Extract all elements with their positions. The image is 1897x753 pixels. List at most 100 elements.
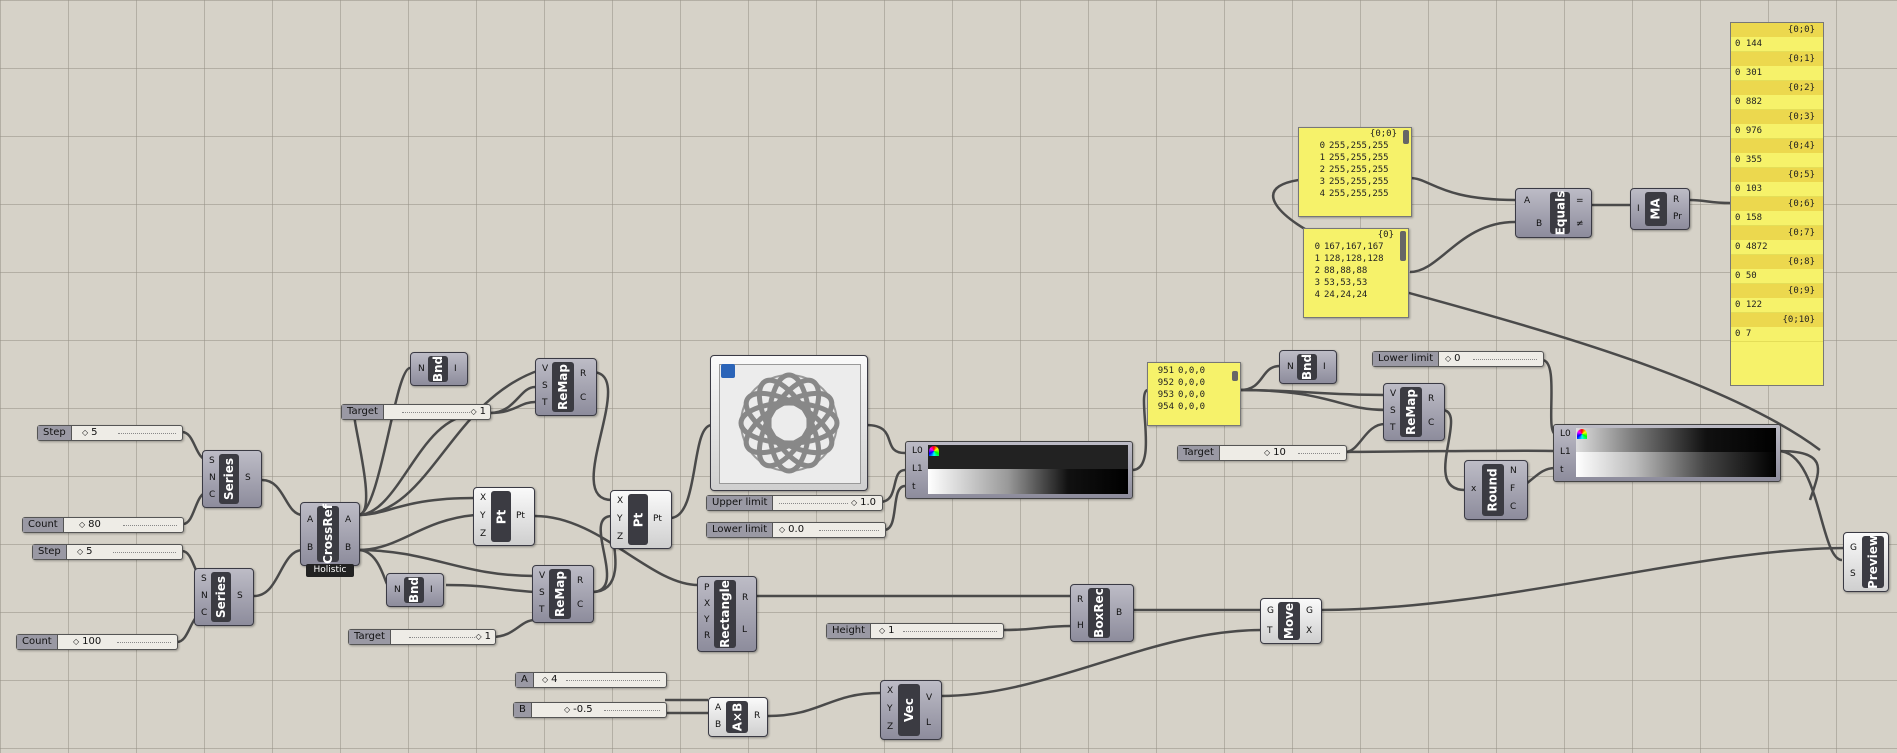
port-label: V — [1390, 389, 1397, 399]
save-icon[interactable] — [721, 364, 735, 378]
wire — [445, 583, 536, 594]
remap-component[interactable]: V S T ReMap R C — [1383, 383, 1445, 441]
upper-limit-slider[interactable]: Upper limit 1.0 — [706, 495, 883, 511]
slider-rail[interactable] — [604, 710, 660, 711]
component-core: ReMap — [549, 569, 571, 619]
mass-addition-component[interactable]: I MA R Pr — [1630, 188, 1690, 230]
panel-row: 0 301 — [1731, 66, 1823, 81]
gradient-bar-top[interactable] — [1576, 428, 1776, 452]
pt-component[interactable]: X Y Z Pt Pt — [610, 490, 672, 549]
gradient-bar-bottom[interactable] — [928, 469, 1128, 494]
lower-limit-slider[interactable]: Lower limit 0 — [1372, 351, 1544, 367]
series-component[interactable]: S N C Series S — [202, 450, 262, 508]
move-component[interactable]: G T Move G X — [1260, 598, 1322, 644]
port-label: P — [704, 583, 710, 593]
height-slider[interactable]: Height 1 — [826, 623, 1004, 639]
wire — [1131, 388, 1149, 472]
slider-rail[interactable] — [117, 642, 171, 643]
rectangle-component[interactable]: P X Y R Rectangle R L — [697, 576, 757, 652]
crossref-component[interactable]: A B CrossRef A B — [300, 502, 360, 566]
panel-row: 0 4872 — [1731, 240, 1823, 255]
port-label: S — [539, 588, 545, 598]
slider-rail[interactable] — [409, 637, 475, 638]
remap-component[interactable]: V S T ReMap R C — [532, 565, 594, 623]
wire — [491, 618, 536, 639]
round-component[interactable]: x Round N F C — [1464, 460, 1528, 520]
wire — [353, 412, 368, 517]
port-label: Pt — [653, 514, 662, 524]
panel-group-header: {0;6} — [1731, 197, 1823, 211]
target-slider[interactable]: Target 1 — [348, 629, 496, 645]
slider-rail[interactable] — [566, 680, 660, 681]
gradient-rainbow-icon — [929, 446, 939, 456]
port-label: I — [430, 585, 433, 595]
multiplication-component[interactable]: A B A×B R — [708, 697, 768, 737]
step-slider[interactable]: Step 5 — [32, 544, 183, 560]
port-label: V — [539, 571, 546, 581]
port-label: I — [1637, 204, 1640, 214]
bnd-component[interactable]: N Bnd I — [1279, 350, 1337, 384]
slider-label: Step — [38, 426, 72, 440]
bnd-component[interactable]: N Bnd I — [386, 573, 444, 607]
series-component[interactable]: S N C Series S — [194, 568, 254, 626]
a-slider[interactable]: A 4 — [515, 672, 667, 688]
slider-rail[interactable] — [123, 525, 177, 526]
port-label: S — [542, 381, 548, 391]
lower-limit-slider[interactable]: Lower limit 0.0 — [706, 522, 886, 538]
slider-rail[interactable] — [779, 503, 848, 504]
slider-value: 1 — [475, 630, 491, 644]
slider-rail[interactable] — [1473, 359, 1537, 360]
slider-rail[interactable] — [1298, 453, 1340, 454]
component-core: ReMap — [1400, 387, 1422, 437]
slider-label: Count — [17, 635, 58, 649]
results-panel[interactable]: {0;0} 0 144 {0;1} 0 301 {0;2} 0 882 {0;3… — [1730, 22, 1824, 386]
panel-row: 0 144 — [1731, 37, 1823, 52]
target-slider[interactable]: Target 1 — [341, 404, 491, 420]
bnd-component[interactable]: N Bnd I — [410, 352, 468, 386]
step-slider[interactable]: Step 5 — [37, 425, 183, 441]
wire — [767, 691, 881, 718]
remap-component[interactable]: V S T ReMap R C — [535, 358, 597, 416]
gradient-bar-top[interactable] — [928, 445, 1128, 469]
slider-rail[interactable] — [118, 433, 176, 434]
slider-value: 1 — [470, 405, 486, 419]
port-label: C — [209, 490, 216, 500]
port-label: C — [577, 600, 584, 610]
component-name: Preview — [1866, 534, 1881, 590]
port-label: S — [209, 456, 215, 466]
gradient-component[interactable]: L0 L1 t — [1553, 424, 1781, 482]
target-slider[interactable]: Target 10 — [1177, 445, 1347, 461]
count-slider[interactable]: Count 100 — [16, 634, 178, 650]
b-slider[interactable]: B -0.5 — [513, 702, 667, 718]
panel-scrollbar[interactable] — [1400, 231, 1406, 261]
panel-scrollbar[interactable] — [1232, 371, 1238, 381]
slider-rail[interactable] — [402, 412, 470, 413]
slider-rail[interactable] — [819, 530, 879, 531]
wire — [253, 548, 304, 598]
preview-component[interactable]: G S Preview — [1843, 532, 1889, 592]
image-sampler-component[interactable] — [710, 355, 868, 491]
slider-label: Target — [342, 405, 384, 419]
wire — [357, 513, 476, 552]
component-core: Bnd — [404, 577, 424, 603]
slider-value: 1.0 — [851, 496, 876, 510]
boxrec-component[interactable]: R H BoxRec B — [1070, 584, 1134, 642]
panel-scrollbar[interactable] — [1403, 130, 1409, 144]
wire — [1541, 358, 1556, 436]
gradient-component[interactable]: L0 L1 t — [905, 441, 1133, 499]
equals-component[interactable]: A B Equals = ≠ — [1515, 188, 1592, 238]
gradient-bar-bottom[interactable] — [1576, 452, 1776, 477]
slider-label: Lower limit — [707, 523, 774, 537]
count-slider[interactable]: Count 80 — [22, 517, 184, 533]
slider-rail[interactable] — [903, 631, 997, 632]
slider-value: 10 — [1264, 446, 1286, 460]
vector-component[interactable]: X Y Z Vec V L — [880, 680, 942, 740]
pt-component[interactable]: X Y Z Pt Pt — [473, 487, 535, 546]
slider-rail[interactable] — [113, 552, 176, 553]
